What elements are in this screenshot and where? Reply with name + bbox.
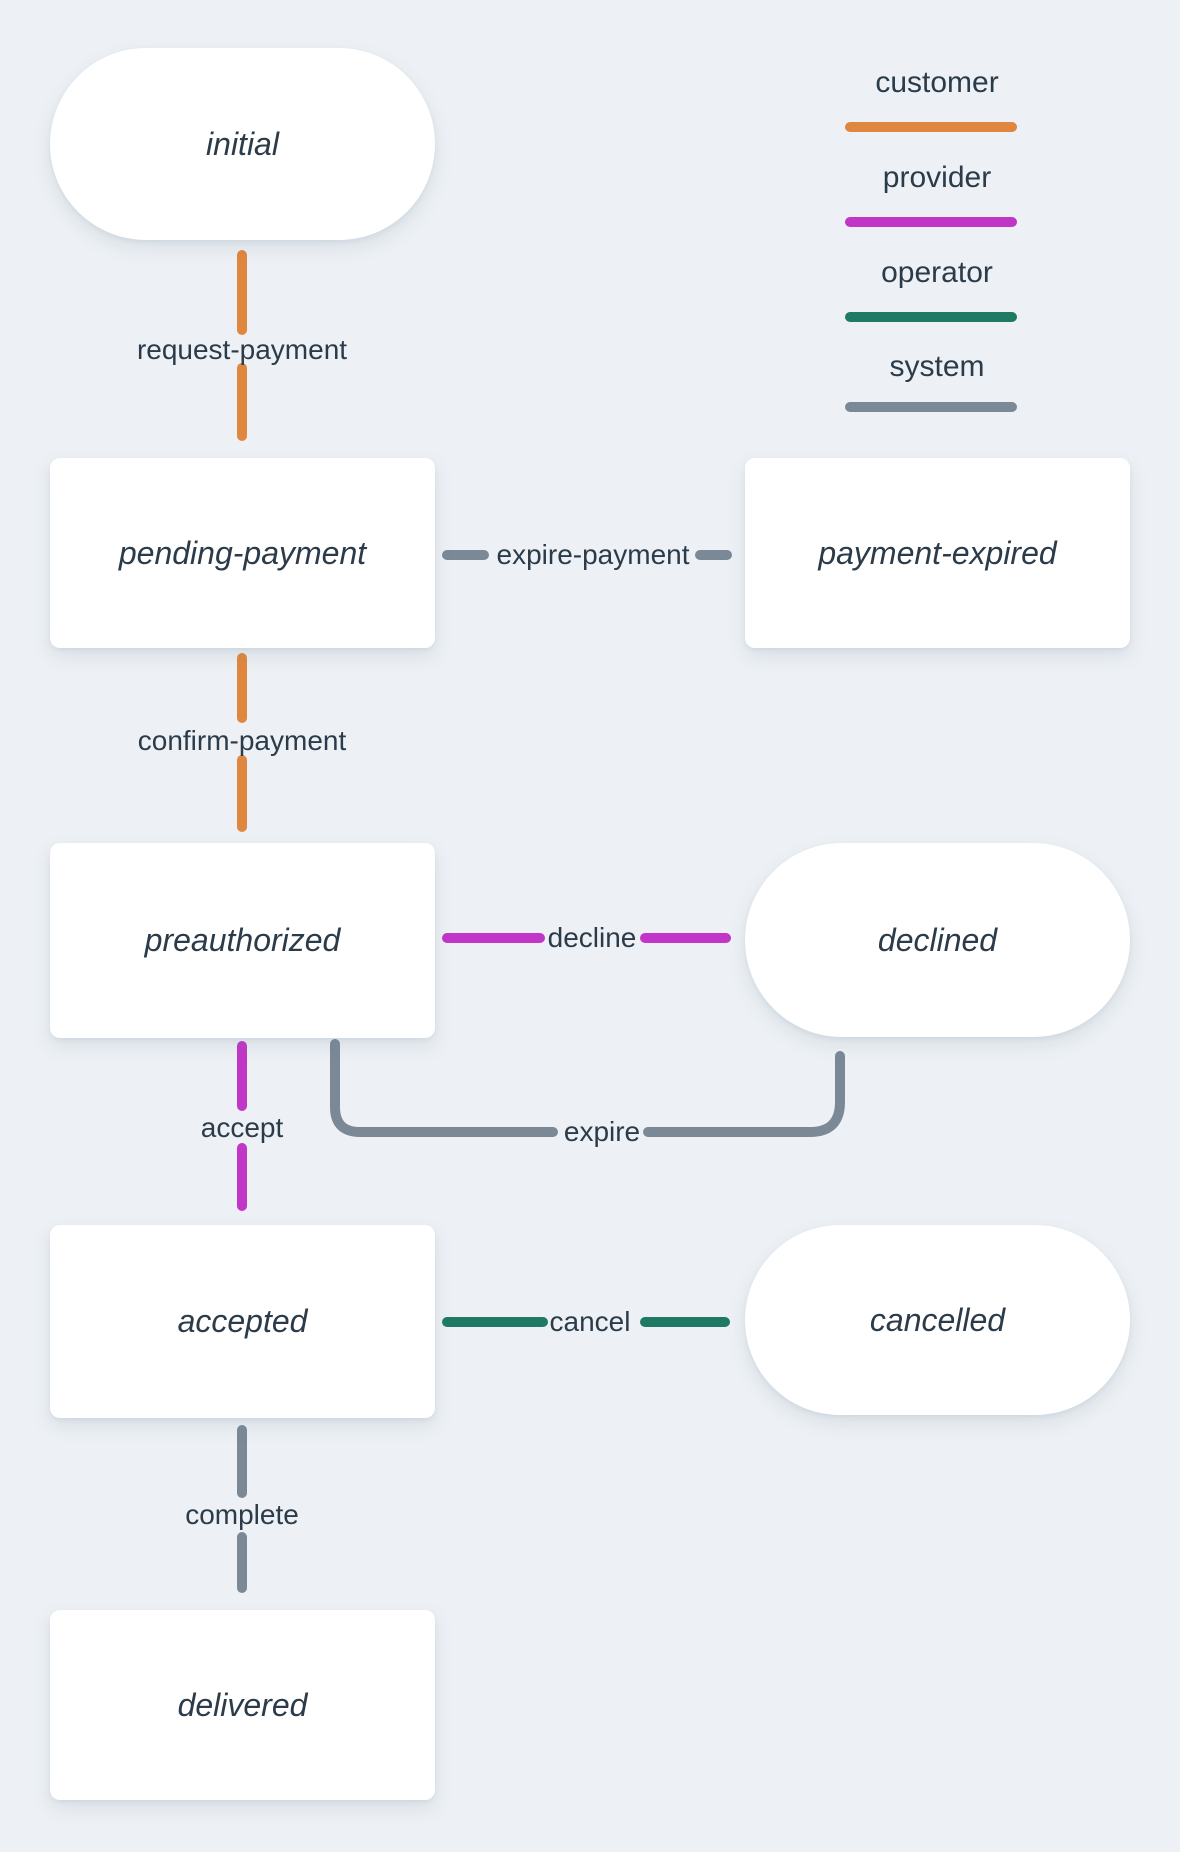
state-node-pending-payment: pending-payment	[50, 458, 435, 648]
transition-label-confirm-payment: confirm-payment	[137, 725, 347, 756]
legend-label-system: system	[889, 350, 985, 383]
state-node-initial: initial	[50, 48, 435, 240]
expire-arrow-tail	[330, 1039, 558, 1137]
state-node-declined: declined	[745, 843, 1130, 1037]
transition-label-cancel: cancel	[549, 1306, 631, 1337]
transition-label-expire-payment: expire-payment	[496, 539, 690, 570]
transition-label-request-payment: request-payment	[136, 334, 348, 365]
transition-label-expire: expire	[563, 1116, 641, 1147]
transition-label-accept: accept	[200, 1112, 284, 1143]
transition-label-decline: decline	[547, 922, 637, 953]
legend-label-customer: customer	[875, 66, 999, 99]
transition-label-complete: complete	[185, 1499, 299, 1530]
legend-label-provider: provider	[882, 161, 992, 194]
state-node-payment-expired: payment-expired	[745, 458, 1130, 648]
state-node-cancelled: cancelled	[745, 1225, 1130, 1415]
state-node-accepted: accepted	[50, 1225, 435, 1418]
state-node-preauthorized: preauthorized	[50, 843, 435, 1038]
expire-arrow-head	[643, 1051, 845, 1137]
legend-label-operator: operator	[881, 256, 993, 289]
state-node-delivered: delivered	[50, 1610, 435, 1800]
